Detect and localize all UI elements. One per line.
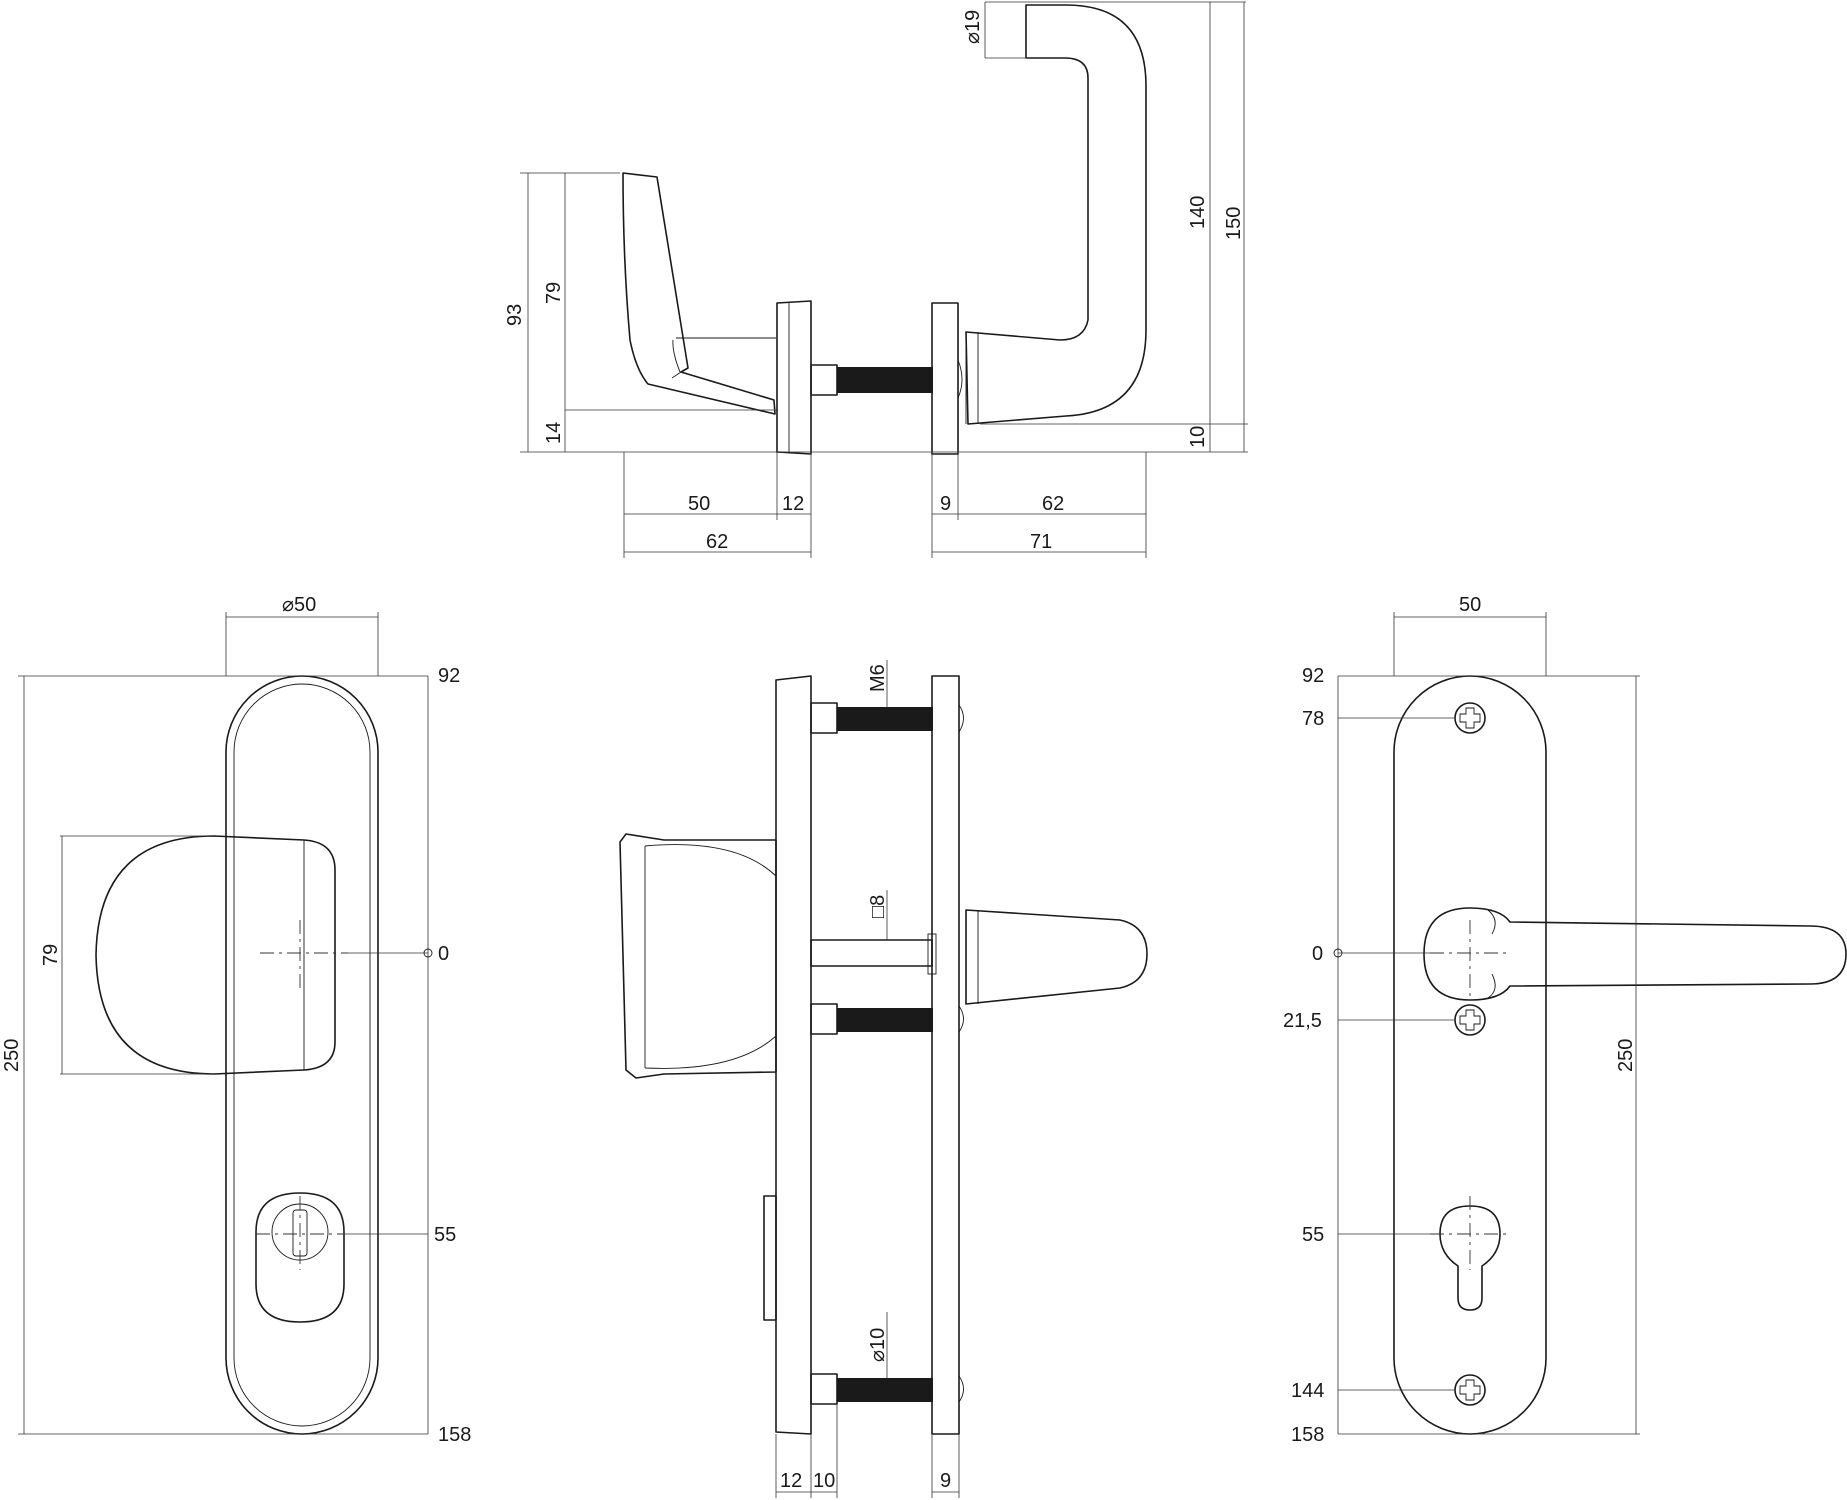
dim-10: 10 <box>1187 426 1209 448</box>
dim-sq8: □8 <box>867 895 889 918</box>
spindle <box>810 939 933 967</box>
side-view: ⌀19 93 79 14 140 150 10 50 12 62 9 62 71 <box>504 1 1248 558</box>
dim-dia10: ⌀10 <box>867 1328 889 1362</box>
knob-plate-view: ⌀50 250 92 0 79 55 158 <box>1 594 471 1446</box>
section-view: M6 □8 ⌀10 12 10 9 <box>619 660 1148 1498</box>
dim-250: 250 <box>1 1039 23 1072</box>
screw-top <box>1454 702 1486 734</box>
dim-158: 158 <box>438 1424 471 1446</box>
inner-plate <box>775 675 812 1435</box>
dim-140: 140 <box>1187 196 1209 229</box>
dim-m6: M6 <box>867 664 889 692</box>
dim-0: 0 <box>1312 943 1323 965</box>
dim-62-left: 62 <box>706 531 728 553</box>
bolt-middle <box>837 1008 933 1032</box>
dim-158: 158 <box>1291 1424 1324 1446</box>
lever-section <box>965 909 1148 1005</box>
dim-50: 50 <box>688 493 710 515</box>
dim-92: 92 <box>1302 665 1324 687</box>
left-rose <box>776 300 812 455</box>
dim-0: 0 <box>438 943 449 965</box>
lever-front <box>1423 907 1847 1001</box>
dim-71: 71 <box>1030 531 1052 553</box>
dim-144: 144 <box>1291 1380 1324 1402</box>
dim-55: 55 <box>434 1224 456 1246</box>
dim-62-right: 62 <box>1042 493 1064 515</box>
knob-profile <box>622 172 776 415</box>
bolt-bottom <box>837 1378 933 1402</box>
screw-bottom <box>1454 1374 1486 1406</box>
dim-92: 92 <box>438 665 460 687</box>
spindle-stub <box>810 364 838 396</box>
dim-93: 93 <box>504 304 526 326</box>
dim-14: 14 <box>543 422 565 444</box>
dim-50: 50 <box>1459 594 1481 616</box>
knob-front <box>95 835 336 1075</box>
dim-9: 9 <box>940 493 951 515</box>
dim-55: 55 <box>1302 1224 1324 1246</box>
lever-plate-view: 50 250 92 78 0 21,5 55 144 158 <box>1283 594 1847 1446</box>
dim-9: 9 <box>940 1470 951 1492</box>
knob-section <box>619 833 777 1079</box>
dim-21-5: 21,5 <box>1283 1010 1322 1032</box>
bolt-top <box>837 707 933 731</box>
outer-plate <box>225 675 379 1435</box>
outer-plate-section <box>931 675 960 1435</box>
cylinder-cover <box>255 1192 345 1323</box>
knob-inner-line <box>671 339 682 379</box>
lever-profile <box>965 4 1147 425</box>
dim-150: 150 <box>1223 207 1245 240</box>
right-rose <box>931 302 959 455</box>
dim-78: 78 <box>1302 708 1324 730</box>
threaded-bolt <box>837 367 933 393</box>
dim-79: 79 <box>40 944 62 966</box>
lever-plate <box>1393 675 1547 1435</box>
dim-dia50: ⌀50 <box>282 594 316 616</box>
dim-dia19: ⌀19 <box>962 10 984 44</box>
dim-12: 12 <box>780 1470 802 1492</box>
dim-10: 10 <box>813 1470 835 1492</box>
screw-middle <box>1454 1004 1486 1036</box>
dim-250: 250 <box>1615 1039 1637 1072</box>
latch-cover <box>763 1195 777 1321</box>
dim-12: 12 <box>782 493 804 515</box>
dim-79: 79 <box>543 282 565 304</box>
